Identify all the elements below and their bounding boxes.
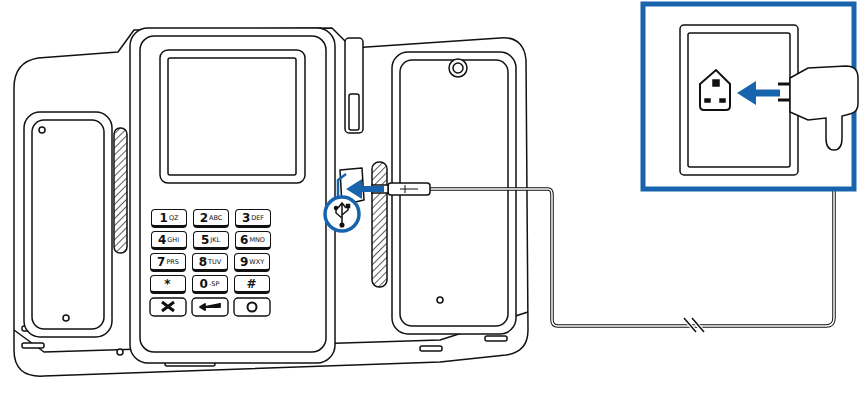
keypad-key: 5JKL (193, 231, 229, 250)
socket-pin (705, 99, 710, 102)
wall-plate (680, 25, 798, 175)
key-letters: -SP (209, 280, 219, 288)
socket-outline (700, 70, 730, 110)
callout-leader (338, 174, 346, 196)
slot (420, 346, 442, 351)
keypad-key: 3DEF (235, 209, 271, 228)
key-letters: MNO (249, 236, 265, 244)
keypad-key: 2ABC (193, 209, 229, 228)
key-letters: GHI (167, 236, 179, 244)
insert-arrow-head (346, 179, 362, 199)
keypad-key: # (234, 275, 270, 294)
key-letters: WXY (249, 258, 264, 266)
cancel-key (150, 298, 186, 316)
left-handle-inner (32, 120, 104, 329)
button (453, 63, 463, 73)
key-letters: DEF (251, 214, 264, 222)
screw (117, 349, 123, 355)
key-digit: # (246, 277, 256, 291)
key-digit: 0 (200, 277, 208, 291)
slot (22, 343, 44, 348)
keypad-key: 0-SP (192, 275, 228, 294)
grip (372, 162, 387, 287)
key-digit: 5 (201, 233, 209, 247)
socket-pin (720, 99, 725, 102)
keypad-key: 8TUV (192, 253, 228, 272)
slot (485, 336, 507, 341)
cancel-icon (162, 302, 174, 311)
key-digit: * (164, 277, 170, 291)
key-letters: QZ (169, 214, 179, 222)
key-digit: 6 (240, 233, 248, 247)
terminal-face (140, 36, 326, 352)
key-letters: JKL (210, 236, 220, 244)
usb-mark (400, 185, 418, 193)
keypad-key: * (150, 275, 186, 294)
plug-arrow-head (737, 81, 756, 105)
usb-plug (388, 183, 430, 195)
usb-symbol (335, 203, 350, 227)
screen-bezel (160, 50, 305, 183)
button (449, 59, 467, 77)
socket-pin (713, 80, 719, 86)
key-letters: PRS (166, 258, 179, 266)
ok-icon (248, 303, 257, 312)
key-digit: 8 (199, 255, 207, 269)
power-adapter (790, 66, 858, 150)
key-letters: TUV (208, 258, 221, 266)
wall-plate-inner (688, 33, 790, 167)
back-icon (200, 303, 220, 310)
key-digit: 3 (242, 211, 250, 225)
insert-arrow (360, 186, 384, 192)
key-digit: 4 (158, 233, 166, 247)
dock-base (14, 28, 528, 376)
screw (437, 297, 443, 303)
key-digit: 1 (160, 211, 168, 225)
keypad-key: 4GHI (151, 231, 187, 250)
key-digit: 9 (240, 255, 248, 269)
keypad-key: 6MNO (235, 231, 271, 250)
card-slot-inner (349, 94, 359, 130)
keypad-key: 9WXY (234, 253, 270, 272)
key-letters: ABC (209, 214, 222, 222)
grip (114, 128, 127, 253)
plug-arrow (752, 90, 780, 97)
screw (63, 315, 69, 321)
back-key (192, 298, 228, 316)
key-digit: 7 (157, 255, 165, 269)
ok-key (234, 298, 270, 316)
keypad-key: 1QZ (151, 209, 187, 228)
screw (39, 127, 45, 133)
card-slot (345, 38, 363, 133)
left-handle (24, 112, 112, 337)
terminal-body (130, 28, 335, 363)
usb-callout (325, 197, 359, 231)
screen (168, 58, 296, 175)
key-digit: 2 (200, 211, 208, 225)
keypad-key: 7PRS (150, 253, 186, 272)
cable-break (684, 318, 704, 332)
